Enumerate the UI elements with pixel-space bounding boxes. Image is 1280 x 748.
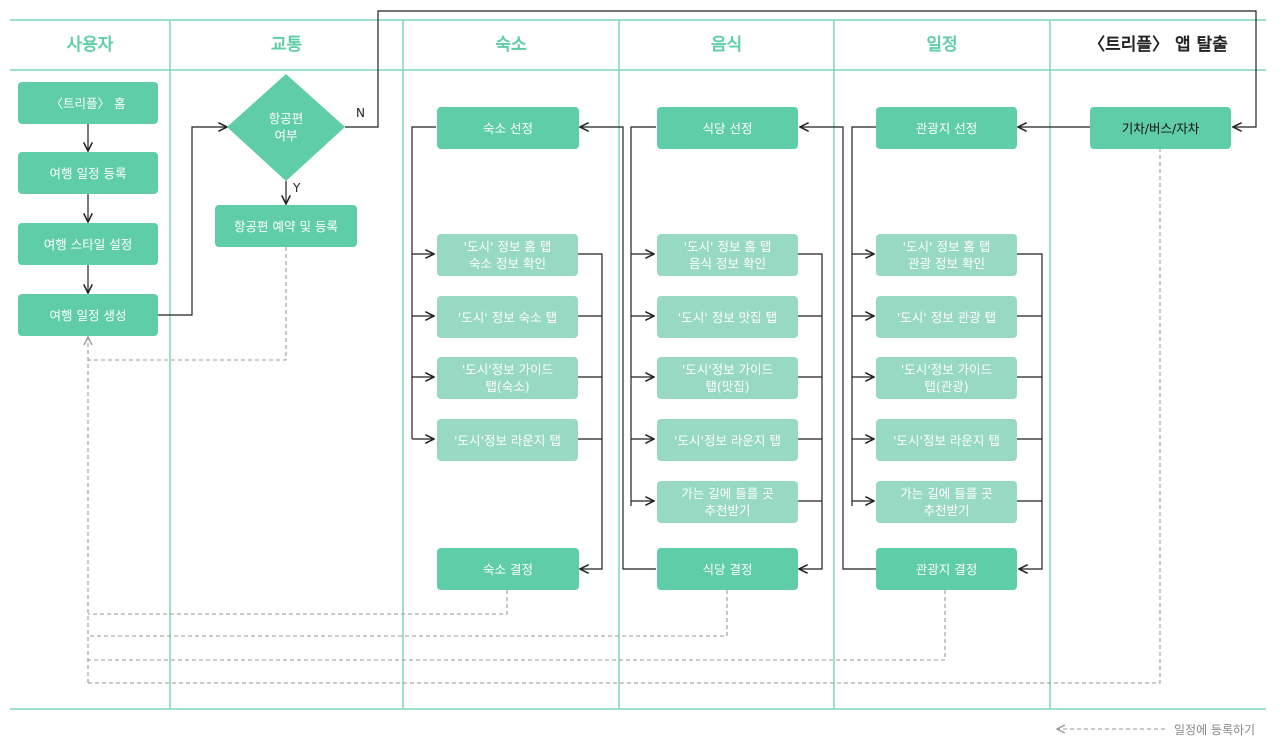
node-triple-home: 〈트리플〉 홈 xyxy=(18,82,158,124)
node-register-schedule: 여행 일정 등록 xyxy=(18,152,158,194)
solid-connectors xyxy=(88,10,1257,569)
node-sight-lounge-tab: '도시'정보 라운지 탭 xyxy=(876,419,1017,461)
node-food-select: 식당 선정 xyxy=(657,107,798,149)
node-food-tab: '도시' 정보 맛집 탭 xyxy=(657,296,798,338)
node-sight-select: 관광지 선정 xyxy=(876,107,1017,149)
node-food-guide-tab: '도시'정보 가이드 탭(맛집) xyxy=(657,357,798,399)
node-food-decide: 식당 결정 xyxy=(657,548,798,590)
node-travel-style: 여행 스타일 설정 xyxy=(18,223,158,265)
node-food-stopover: 가는 길에 들를 곳 추천받기 xyxy=(657,481,798,523)
lane-header-user: 사용자 xyxy=(66,35,114,55)
node-flight-booking: 항공편 예약 및 등록 xyxy=(215,205,357,247)
node-food-lounge-tab: '도시'정보 라운지 탭 xyxy=(657,419,798,461)
node-sight-stopover: 가는 길에 들를 곳 추천받기 xyxy=(876,481,1017,523)
node-acc-lounge-tab: '도시'정보 라운지 탭 xyxy=(437,419,578,461)
node-acc-decide: 숙소 결정 xyxy=(437,548,579,590)
node-acc-guide-tab: '도시'정보 가이드 탭(숙소) xyxy=(437,357,578,399)
node-create-schedule: 여행 일정 생성 xyxy=(18,294,158,336)
flight-decision-diamond xyxy=(227,74,345,181)
node-acc-home-tab: '도시' 정보 홈 탭 숙소 정보 확인 xyxy=(437,234,578,276)
node-train-bus-car: 기차/버스/자차 xyxy=(1090,107,1231,149)
node-sight-guide-tab: '도시'정보 가이드 탭(관광) xyxy=(876,357,1017,399)
lane-header-food: 음식 xyxy=(710,35,743,55)
node-food-home-tab: '도시' 정보 홈 탭 음식 정보 확인 xyxy=(657,234,798,276)
node-acc-select: 숙소 선정 xyxy=(437,107,579,149)
node-acc-tab: '도시' 정보 숙소 탭 xyxy=(437,296,578,338)
lane-header-accommodation: 숙소 xyxy=(495,35,527,55)
legend-register-label: 일정에 등록하기 xyxy=(1174,723,1256,737)
node-sight-home-tab: '도시' 정보 홈 탭 관광 정보 확인 xyxy=(876,234,1017,276)
swimlane-grid xyxy=(10,19,1266,710)
lane-header-transport: 교통 xyxy=(270,35,303,55)
edge-label-no: N xyxy=(356,106,365,120)
edge-label-yes: Y xyxy=(293,181,301,195)
lane-header-schedule: 일정 xyxy=(926,35,958,55)
flight-decision-label: 항공편 여부 xyxy=(268,111,304,143)
node-sight-tab: '도시' 정보 관광 탭 xyxy=(876,296,1017,338)
dashed-connectors xyxy=(88,148,1165,729)
node-sight-decide: 관광지 결정 xyxy=(876,548,1017,590)
lane-header-app-exit: 〈트리플〉 앱 탈출 xyxy=(1088,35,1228,55)
